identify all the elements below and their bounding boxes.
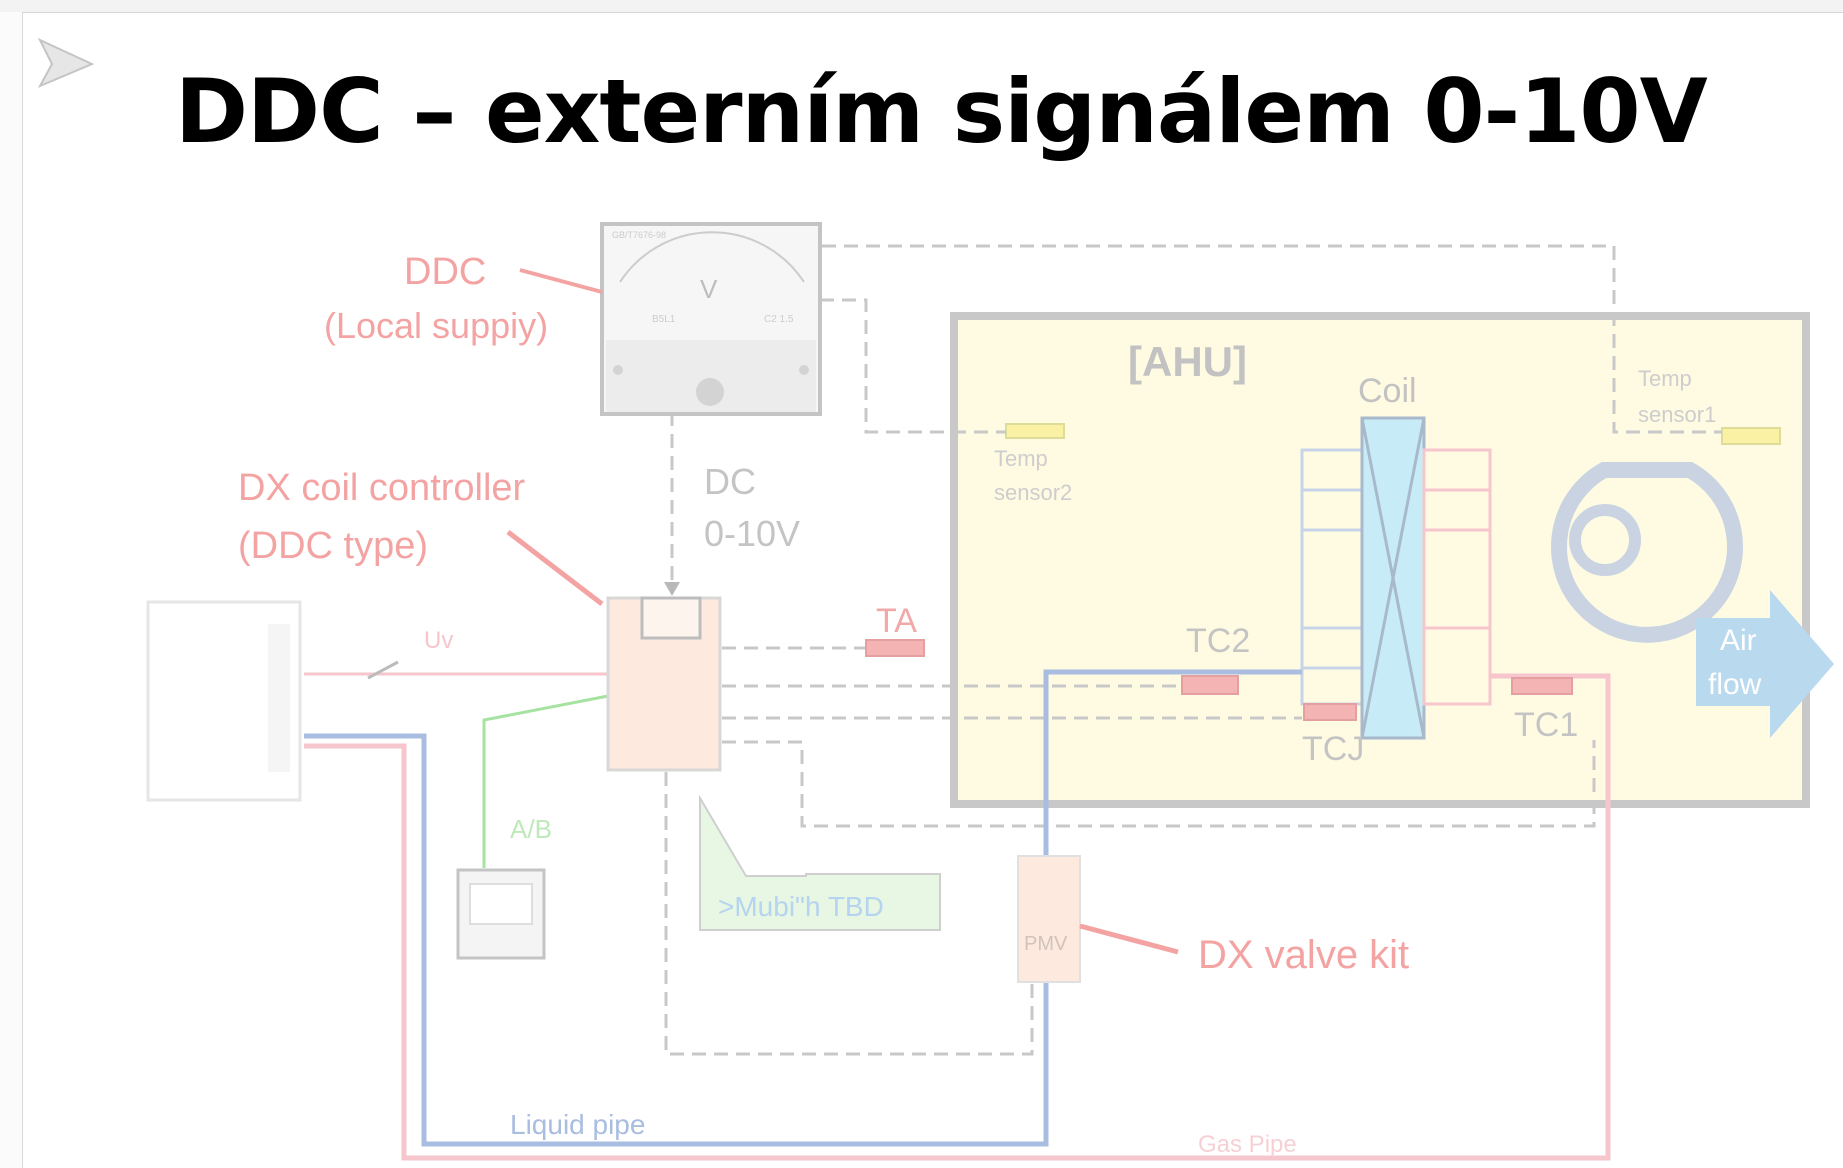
ddc-label: DDC — [404, 251, 486, 293]
tc2-sensor — [1182, 676, 1238, 694]
callout-label: >Mubi"h TBD — [718, 891, 884, 922]
ddc-sub-label: (Local suppiy) — [324, 305, 548, 346]
air-flow-label-1: Air — [1720, 624, 1757, 657]
dx-coil-controller — [608, 582, 720, 770]
tcj-sensor — [1304, 704, 1356, 720]
outdoor-unit — [148, 602, 300, 800]
meter-model: GB/T7676-98 — [612, 230, 666, 240]
temp-sensor2-label-2: sensor2 — [994, 480, 1072, 505]
ta-label: TA — [876, 602, 917, 640]
gas-pipe-label: Gas Pipe — [1198, 1131, 1297, 1158]
meter-class: B5L1 — [652, 314, 676, 325]
tcj-label: TCJ — [1302, 730, 1364, 768]
temp-sensor1-box — [1722, 428, 1780, 444]
ta-sensor — [866, 640, 924, 656]
temp-sensor2-box — [1006, 424, 1064, 438]
controller-sub-label: (DDC type) — [238, 525, 428, 567]
meter-range-code: C2 1.5 — [764, 314, 794, 325]
tc2-label: TC2 — [1186, 622, 1250, 660]
switch-symbol — [368, 662, 398, 678]
temp-sensor1-label-2: sensor1 — [1638, 402, 1716, 427]
ahu-label: [AHU] — [1128, 338, 1247, 385]
liquid-pipe-label: Liquid pipe — [510, 1109, 645, 1140]
remote-controller — [458, 870, 544, 958]
dc-label: DC — [704, 461, 756, 502]
tc1-label: TC1 — [1514, 706, 1578, 744]
temp-sensor2-label-1: Temp — [994, 446, 1048, 471]
pmv-label: PMV — [1024, 933, 1068, 955]
ddc-arrow — [520, 270, 602, 292]
temp-sensor1-label-1: Temp — [1638, 366, 1692, 391]
controller-label: DX coil controller — [238, 467, 526, 509]
air-flow-label-2: flow — [1708, 668, 1762, 701]
valve-kit-label: DX valve kit — [1198, 933, 1409, 977]
uv-label: Uv — [424, 627, 453, 654]
valve-kit-arrow — [1080, 926, 1178, 952]
ab-label: A/B — [510, 814, 552, 844]
tc1-sensor — [1512, 678, 1572, 694]
pmv-box — [1018, 856, 1080, 982]
meter-unit: V — [700, 274, 718, 304]
dc-range-label: 0-10V — [704, 513, 800, 554]
coil-label: Coil — [1358, 372, 1417, 410]
controller-arrow — [508, 532, 602, 604]
